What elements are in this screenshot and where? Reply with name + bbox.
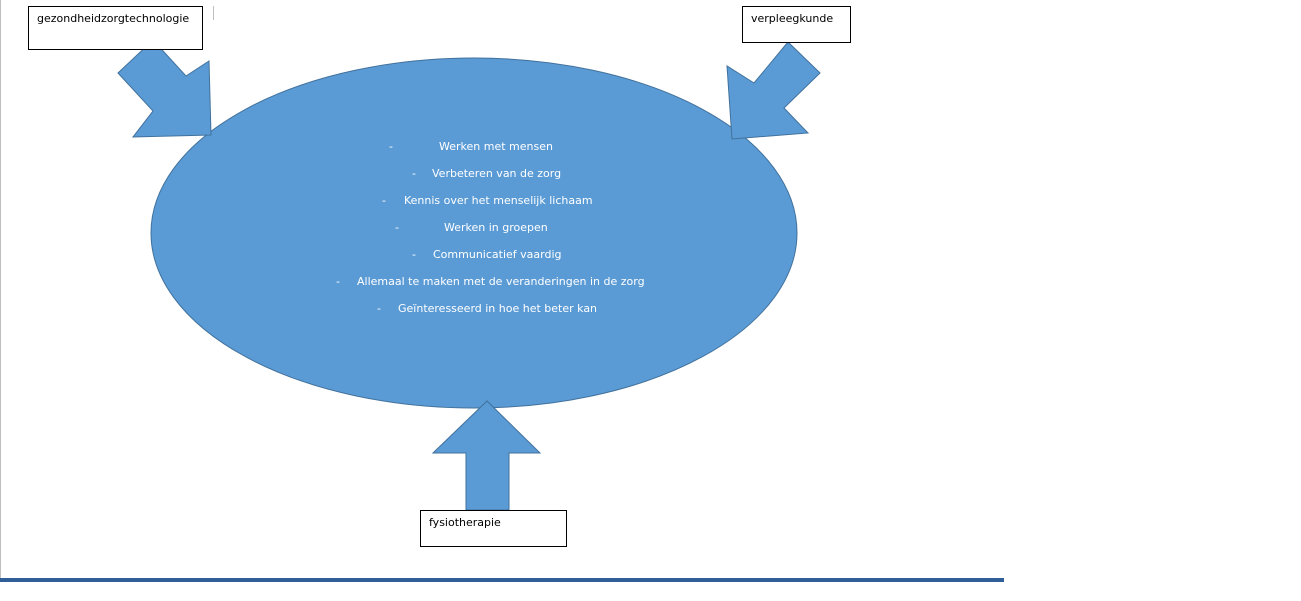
list-item-text: Communicatief vaardig <box>433 248 562 261</box>
arrow-top-left <box>117 39 212 138</box>
list-item: - Communicatief vaardig <box>330 246 670 273</box>
shared-traits-list: - Werken met mensen - Verbeteren van de … <box>330 138 670 327</box>
bottom-status-bar <box>0 578 1004 582</box>
arrow-bottom <box>431 400 542 511</box>
list-item-text: Geïnteresseerd in hoe het beter kan <box>398 302 598 315</box>
bullet-marker: - <box>382 194 386 207</box>
list-item-text: Werken met mensen <box>439 140 553 153</box>
list-item: - Geïnteresseerd in hoe het beter kan <box>330 300 670 327</box>
list-item-text: Allemaal te maken met de veranderingen i… <box>357 275 645 288</box>
label-verpleegkunde: verpleegkunde <box>742 6 851 43</box>
bullet-marker: - <box>336 275 340 288</box>
list-item: - Verbeteren van de zorg <box>330 165 670 192</box>
bullet-marker: - <box>412 248 416 261</box>
central-ellipse <box>150 57 798 409</box>
page-left-edge <box>0 0 1 580</box>
bullet-marker: - <box>389 140 393 153</box>
list-item-text: Werken in groepen <box>444 221 548 234</box>
list-item-text: Kennis over het menselijk lichaam <box>404 194 593 207</box>
bullet-marker: - <box>412 167 416 180</box>
label-fysiotherapie: fysiotherapie <box>420 510 567 547</box>
list-item: - Allemaal te maken met de veranderingen… <box>330 273 670 300</box>
bullet-marker: - <box>395 221 399 234</box>
arrow-top-right <box>726 41 821 140</box>
list-item: - Kennis over het menselijk lichaam <box>330 192 670 219</box>
list-item: - Werken in groepen <box>330 219 670 246</box>
list-item-text: Verbeteren van de zorg <box>432 167 562 180</box>
page-corner-marker <box>213 6 214 20</box>
list-item: - Werken met mensen <box>330 138 670 165</box>
bullet-marker: - <box>377 302 381 315</box>
label-gezondheidzorgtechnologie: gezondheidzorgtechnologie <box>28 6 203 50</box>
